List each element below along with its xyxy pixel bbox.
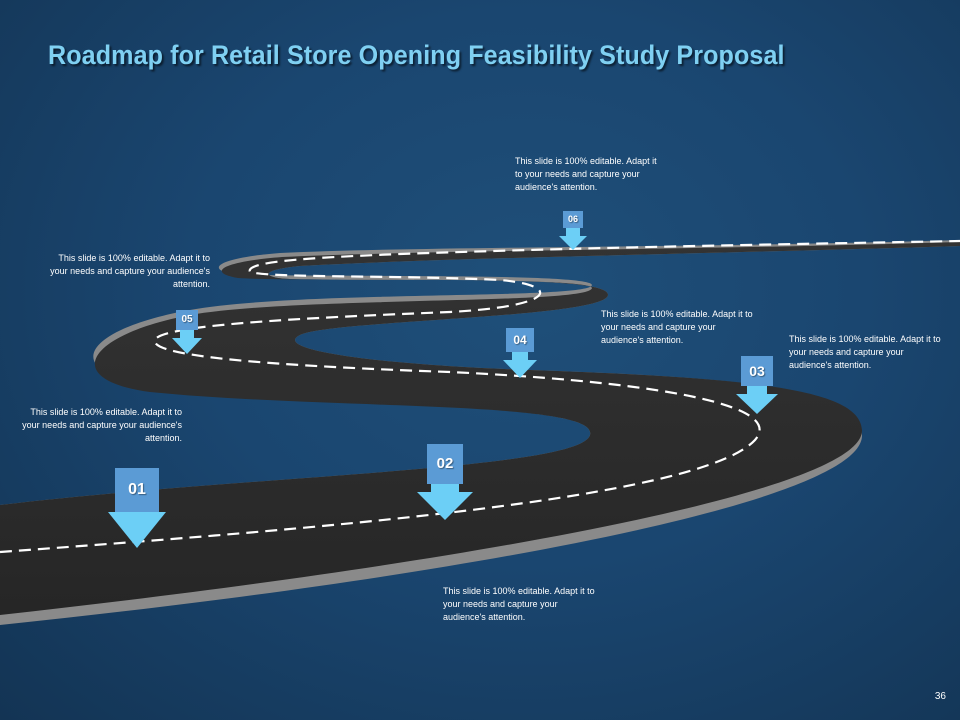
milestone-number-06: 06 [563,211,583,228]
road-surface [0,242,960,615]
milestone-number-03: 03 [741,356,773,386]
down-arrow-icon [736,386,778,414]
milestone-text-05: This slide is 100% editable. Adapt it to… [50,253,210,289]
down-arrow-icon [417,484,473,520]
milestone-number-01: 01 [115,468,159,512]
down-arrow-icon [559,228,587,250]
down-arrow-icon [503,352,537,378]
milestone-marker-03: 03 [736,356,778,414]
down-arrow-icon [172,330,202,354]
milestone-marker-01: 01 [108,468,166,550]
page-number: 36 [934,691,946,702]
milestone-text-01: This slide is 100% editable. Adapt it to… [22,407,182,443]
milestone-text-06: This slide is 100% editable. Adapt it to… [515,156,657,192]
milestone-marker-05: 05 [172,310,202,354]
milestone-text-04: This slide is 100% editable. Adapt it to… [601,309,753,345]
milestone-text-02: This slide is 100% editable. Adapt it to… [443,586,595,622]
milestone-number-02: 02 [427,444,463,484]
milestone-marker-02: 02 [417,444,473,522]
milestone-text-03: This slide is 100% editable. Adapt it to… [789,334,941,370]
milestone-marker-04: 04 [503,328,537,378]
lane-line [0,239,960,554]
down-arrow-icon [108,512,166,548]
slide-title: Roadmap for Retail Store Opening Feasibi… [48,40,785,70]
milestone-marker-06: 06 [559,211,587,251]
milestone-number-04: 04 [506,328,534,352]
milestone-number-05: 05 [176,310,198,330]
